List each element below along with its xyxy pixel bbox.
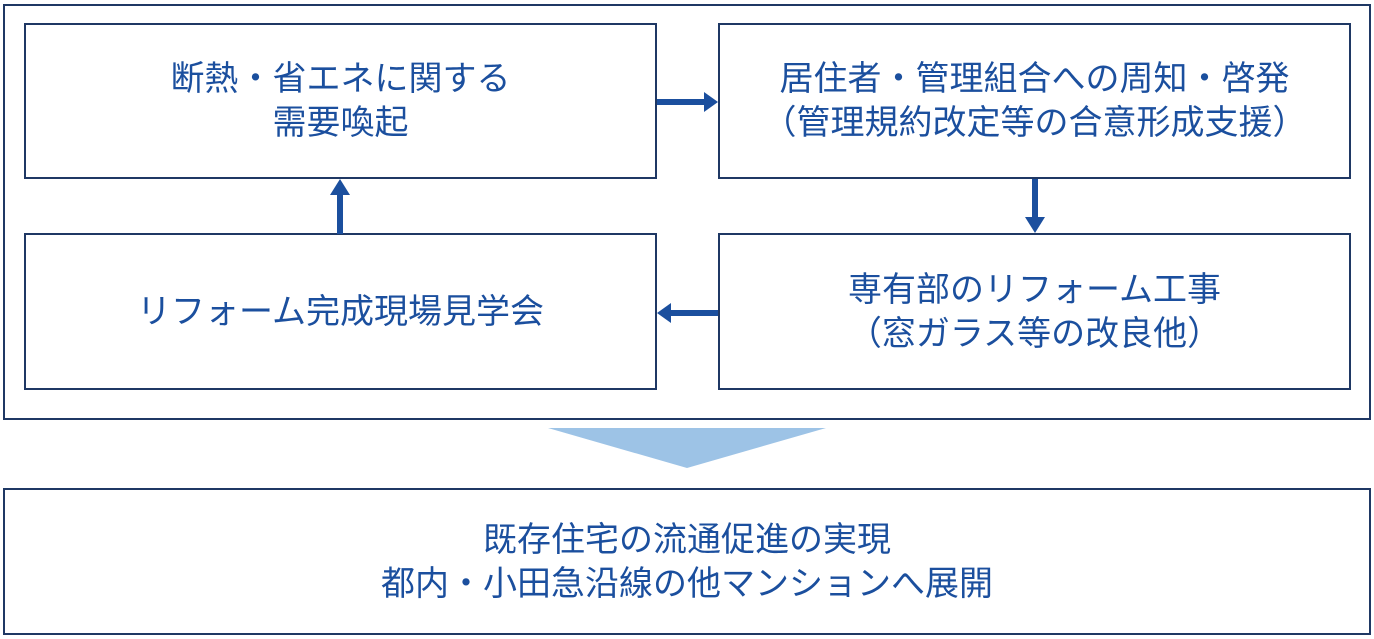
box-reform-work: 専有部のリフォーム工事 （窓ガラス等の改良他）: [718, 233, 1351, 390]
funnel-down-arrow-icon: [548, 428, 826, 468]
box-reform-line-1: 専有部のリフォーム工事: [848, 269, 1221, 310]
arrow-left-shaft: [670, 310, 718, 316]
box-demand-generation: 断熱・省エネに関する 需要喚起: [24, 23, 657, 179]
box-awareness-line-1: 居住者・管理組合への周知・啓発: [779, 59, 1290, 99]
outcome-line-1: 既存住宅の流通促進の実現: [483, 519, 891, 560]
box-awareness-line-2: （管理規約改定等の合意形成支援）: [762, 103, 1307, 143]
box-site-tour-line-1: リフォーム完成現場見学会: [137, 291, 544, 332]
arrow-up-icon: [330, 179, 350, 195]
arrow-up-shaft: [337, 194, 343, 234]
box-reform-line-2: （窓ガラス等の改良他）: [847, 313, 1222, 354]
arrow-left-icon: [657, 303, 671, 323]
arrow-right-shaft: [657, 99, 705, 105]
arrow-down-shaft: [1032, 179, 1038, 218]
box-site-tour: リフォーム完成現場見学会: [24, 233, 657, 390]
box-outcome: 既存住宅の流通促進の実現 都内・小田急沿線の他マンションへ展開: [3, 488, 1371, 635]
box-resident-awareness: 居住者・管理組合への周知・啓発 （管理規約改定等の合意形成支援）: [718, 23, 1351, 179]
arrow-down-icon: [1025, 217, 1045, 233]
outcome-line-2: 都内・小田急沿線の他マンションへ展開: [381, 563, 993, 604]
box-demand-line-2: 需要喚起: [272, 103, 409, 143]
arrow-right-icon: [704, 92, 718, 112]
box-demand-line-1: 断熱・省エネに関する: [170, 59, 511, 99]
